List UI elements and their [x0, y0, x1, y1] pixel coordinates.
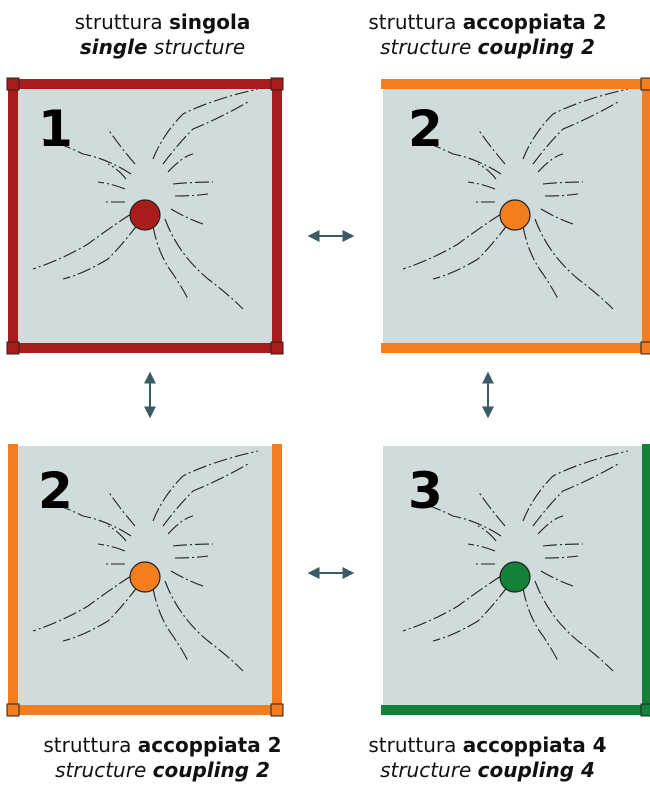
crack-line	[542, 181, 584, 185]
crack-line	[522, 88, 629, 160]
crack-lines	[32, 450, 259, 672]
crack-line	[174, 555, 209, 559]
crack-line	[164, 218, 244, 310]
crack-line	[542, 543, 584, 547]
corner-node-bl	[6, 703, 20, 717]
crack-line	[534, 580, 614, 672]
crack-line	[532, 101, 619, 165]
crack-line	[477, 525, 497, 542]
crack-line	[97, 181, 126, 190]
crack-line	[62, 585, 139, 642]
crack-line	[107, 163, 127, 180]
crack-lines	[32, 88, 259, 310]
constrained-edge-right	[272, 444, 282, 712]
crack-line	[534, 218, 614, 310]
crack-line	[32, 213, 132, 270]
corner-node-br	[270, 703, 284, 717]
constrained-edge-right	[642, 444, 650, 712]
caption-coupling-2-bottom: struttura accoppiata 2 structure couplin…	[43, 733, 282, 782]
crack-line	[152, 450, 259, 522]
constrained-edge-right	[642, 82, 650, 350]
crack-line	[477, 490, 506, 527]
crack-line	[477, 128, 506, 165]
crack-line	[170, 208, 204, 225]
crack-line	[412, 500, 502, 537]
crack-line	[432, 223, 509, 280]
crack-line	[152, 587, 189, 662]
panel-number: 2	[408, 100, 443, 158]
crack-line	[167, 515, 194, 535]
panel-tr: 2	[381, 77, 650, 355]
crack-line	[97, 543, 126, 552]
constrained-edge-right	[272, 82, 282, 350]
corner-node-tl	[6, 77, 20, 91]
impact-point	[499, 561, 531, 593]
corner-node-bl	[6, 341, 20, 355]
constrained-edge-bottom	[11, 705, 279, 715]
crack-line	[152, 88, 259, 160]
constrained-edge-left	[8, 444, 18, 712]
panel-br: 3	[381, 444, 650, 717]
corner-node-br	[640, 341, 650, 355]
crack-line	[544, 555, 579, 559]
constrained-edge-top	[11, 79, 279, 89]
impact-point	[129, 561, 161, 593]
crack-line	[107, 525, 127, 542]
crack-line	[172, 543, 214, 547]
crack-line	[402, 213, 502, 270]
corner-node-tr	[640, 77, 650, 91]
crack-line	[522, 450, 629, 522]
crack-line	[174, 193, 209, 197]
crack-line	[467, 181, 496, 190]
crack-line	[537, 153, 564, 173]
constrained-edge-bottom	[11, 343, 279, 353]
panel-tl: 1	[6, 77, 284, 355]
corner-node-tr	[270, 77, 284, 91]
panel-number: 2	[38, 462, 73, 520]
crack-line	[432, 585, 509, 642]
crack-line	[162, 101, 249, 165]
crack-line	[522, 225, 559, 300]
constrained-edge-top	[381, 79, 649, 89]
constrained-edge-bottom	[381, 705, 649, 715]
caption-single-structure: struttura singola single structure	[74, 10, 251, 59]
crack-lines	[402, 88, 629, 310]
crack-line	[152, 225, 189, 300]
crack-line	[62, 223, 139, 280]
crack-lines	[402, 450, 629, 672]
panel-number: 1	[38, 100, 73, 158]
crack-line	[107, 128, 136, 165]
crack-line	[540, 208, 574, 225]
impact-point	[499, 199, 531, 231]
impact-point	[129, 199, 161, 231]
panel-number: 3	[408, 462, 443, 520]
crack-line	[477, 163, 497, 180]
crack-line	[412, 138, 502, 175]
corner-node-br	[270, 341, 284, 355]
crack-line	[164, 580, 244, 672]
crack-line	[42, 138, 132, 175]
crack-line	[537, 515, 564, 535]
crack-line	[170, 570, 204, 587]
caption-coupling-4: struttura accoppiata 4 structure couplin…	[368, 733, 607, 782]
crack-line	[532, 463, 619, 527]
constrained-edge-bottom	[381, 343, 649, 353]
crack-line	[107, 490, 136, 527]
crack-line	[172, 181, 214, 185]
crack-line	[522, 587, 559, 662]
crack-line	[540, 570, 574, 587]
caption-coupling-2-top: struttura accoppiata 2 structure couplin…	[368, 10, 607, 59]
crack-line	[544, 193, 579, 197]
crack-line	[402, 575, 502, 632]
crack-line	[162, 463, 249, 527]
crack-line	[42, 500, 132, 537]
crack-line	[32, 575, 132, 632]
crack-line	[167, 153, 194, 173]
corner-node-br	[640, 703, 650, 717]
panel-bl: 2	[6, 444, 284, 717]
constrained-edge-left	[8, 82, 18, 350]
crack-line	[467, 543, 496, 552]
